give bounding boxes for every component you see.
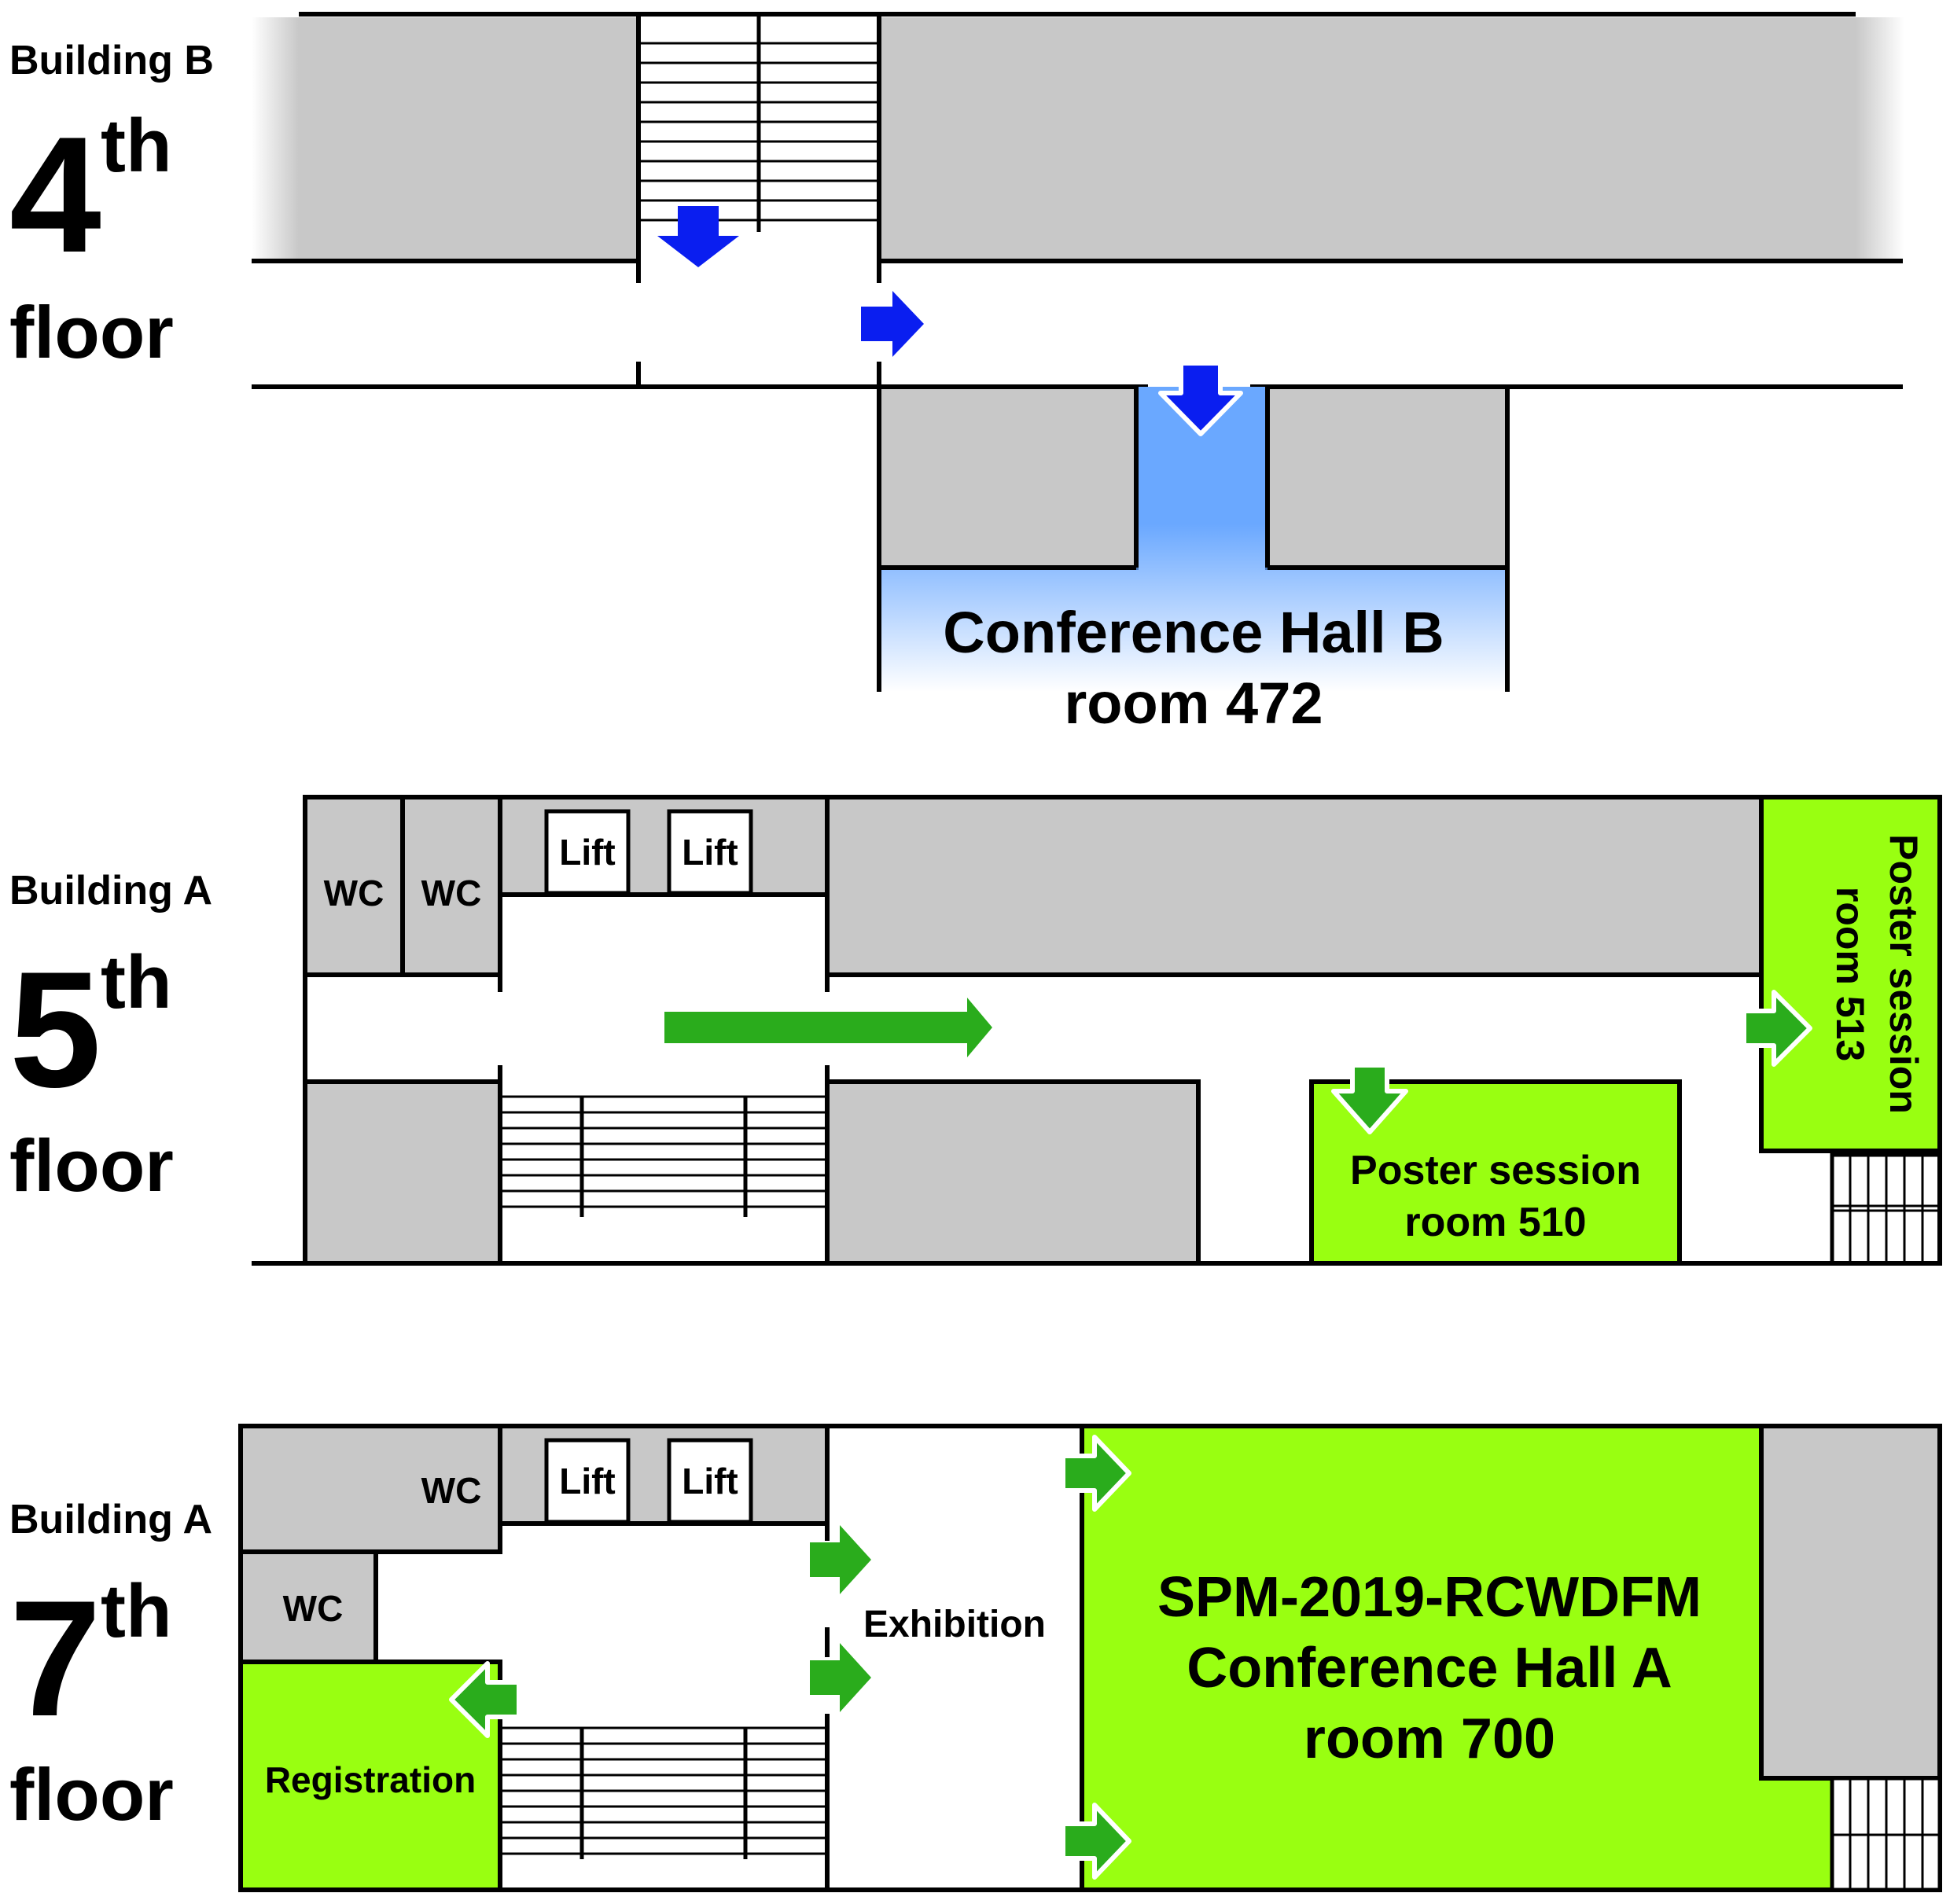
floor-number: 5 — [9, 937, 101, 1122]
arrow-right-icon — [664, 998, 992, 1057]
conference-hall-a — [1082, 1426, 1940, 1890]
wc-label: WC — [283, 1588, 344, 1629]
poster-510-title: Poster session — [1350, 1148, 1641, 1193]
arrow-right-icon — [1061, 1803, 1131, 1880]
arrow-left-icon — [449, 1661, 521, 1738]
arrow-right-icon — [810, 1525, 871, 1594]
exhibition-label: Exhibition — [863, 1604, 1046, 1645]
stairs-icon — [498, 1662, 827, 1890]
poster-510-room: room 510 — [1404, 1200, 1586, 1245]
arrow-right-icon — [810, 1643, 871, 1712]
lift-box — [544, 1438, 631, 1524]
lift-label: Lift — [682, 1461, 738, 1502]
arrow-right-icon — [1742, 990, 1812, 1067]
arrow-down-icon — [1158, 361, 1243, 436]
stairs-icon — [1830, 1150, 1942, 1266]
floor-number: 4 — [9, 102, 101, 287]
poster-513-title: Poster session — [1882, 834, 1926, 1114]
wc-label: WC — [324, 873, 384, 913]
lift-box — [667, 1438, 753, 1524]
poster-session-room-513 — [1759, 795, 1942, 1153]
stairs-icon — [498, 1065, 827, 1263]
arrow-down-icon — [1331, 1063, 1408, 1134]
floor-word: floor — [9, 1753, 174, 1836]
poster-513-room: room 513 — [1828, 887, 1872, 1061]
floor-7: WC WC Lift Lift Registration Exhibition … — [9, 1424, 1942, 1892]
registration-label: Registration — [265, 1759, 476, 1800]
floor-word: floor — [9, 291, 174, 373]
floor-4: Conference Hall B room 472 Building B 4 … — [9, 12, 1904, 736]
hall-a-line1: SPM-2019-RCWDFM — [1157, 1566, 1702, 1629]
hall-a-line2: Conference Hall A — [1187, 1637, 1672, 1700]
room-block — [825, 795, 1764, 977]
floor-suffix: th — [101, 104, 172, 188]
building-label: Building B — [9, 38, 214, 83]
stairs-icon — [1830, 1776, 1942, 1892]
floor-5: WC WC Lift Lift Poster session room 513 … — [9, 795, 1942, 1266]
arrow-right-icon — [1061, 1435, 1131, 1512]
conference-hall-b — [879, 387, 1507, 692]
lift-label: Lift — [559, 832, 616, 873]
building-label: Building A — [9, 868, 212, 913]
wc-room — [238, 1549, 378, 1664]
lift-label: Lift — [682, 832, 738, 873]
lift-box — [667, 809, 753, 895]
hall-b-title: Conference Hall B — [943, 600, 1444, 665]
arrow-down-icon — [657, 206, 739, 267]
hall-b-room: room 472 — [1064, 671, 1323, 736]
wc-room — [303, 795, 405, 977]
wc-label: WC — [421, 1470, 482, 1511]
wc-room — [400, 795, 502, 977]
room-block — [1265, 384, 1510, 570]
hall-a-line3: room 700 — [1304, 1707, 1555, 1770]
arrow-right-icon — [861, 291, 924, 357]
room-block — [1759, 1424, 1942, 1781]
floor-word: floor — [9, 1124, 174, 1207]
floor-suffix: th — [101, 940, 172, 1024]
room-block — [303, 1079, 502, 1266]
room-block — [825, 1079, 1201, 1266]
stairs-icon — [638, 14, 879, 232]
floor-number: 7 — [9, 1566, 101, 1751]
building-label: Building A — [9, 1497, 212, 1542]
lift-box — [544, 809, 631, 895]
floor-suffix: th — [101, 1569, 172, 1653]
room-block — [252, 17, 638, 261]
lift-label: Lift — [559, 1461, 616, 1502]
wc-label: WC — [421, 873, 482, 913]
room-block — [877, 384, 1139, 570]
room-block — [879, 17, 1901, 261]
